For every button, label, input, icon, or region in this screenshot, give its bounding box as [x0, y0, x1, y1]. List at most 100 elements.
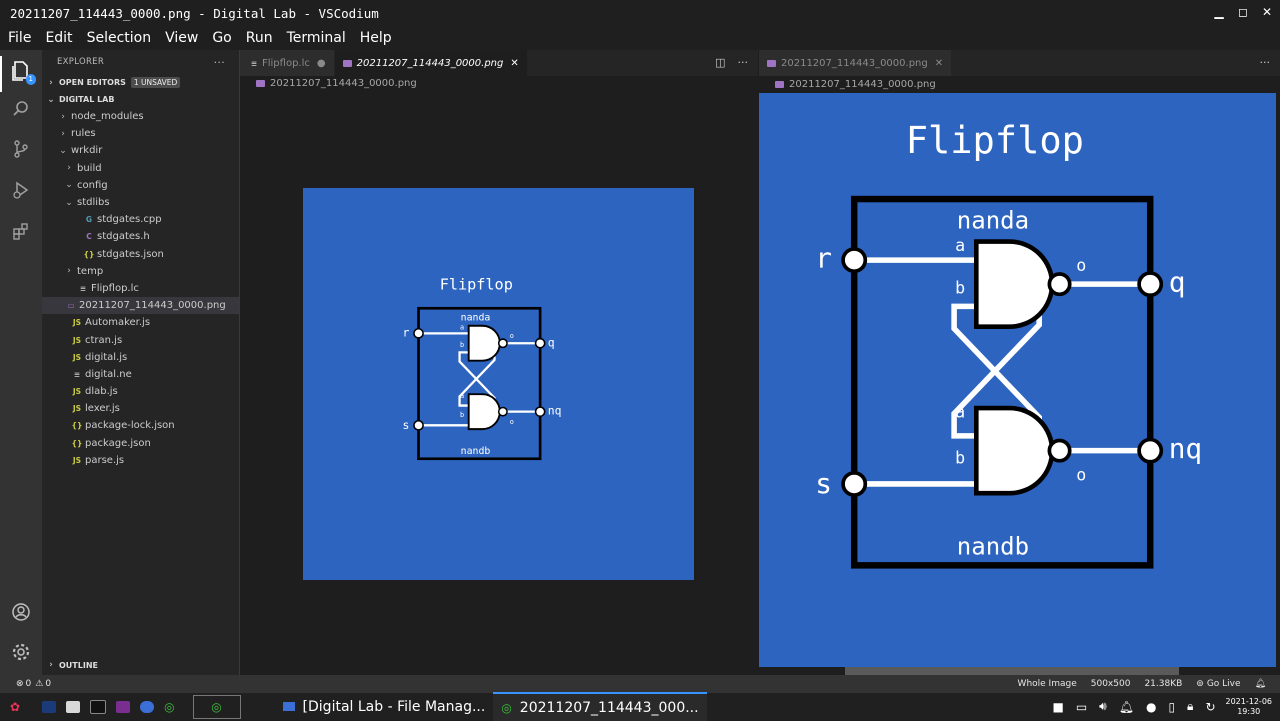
open-editors-label: OPEN EDITORS: [59, 78, 126, 87]
tree-item[interactable]: {}package-lock.json: [42, 417, 239, 434]
file-type-icon: ≡: [73, 369, 81, 379]
horizontal-scrollbar[interactable]: [845, 667, 1179, 675]
open-editors-section[interactable]: › OPEN EDITORS 1 UNSAVED: [42, 74, 239, 91]
breadcrumb[interactable]: 20211207_114443_0000.png: [775, 79, 936, 90]
menu-run[interactable]: Run: [245, 30, 273, 46]
more-actions-icon[interactable]: ···: [213, 55, 225, 69]
notification-bell-icon[interactable]: 🔔︎: [1118, 699, 1134, 714]
time-text: 19:30: [1237, 706, 1261, 716]
file-tree: ›node_modules›rules⌄wrkdir›build⌄config⌄…: [42, 108, 239, 469]
extensions-icon[interactable]: [9, 219, 33, 243]
taskbar-file-manager[interactable]: [Digital Lab - File Manag...: [275, 693, 494, 720]
close-tab-icon[interactable]: ✕: [934, 57, 944, 69]
tree-item[interactable]: ›build: [42, 160, 239, 177]
settings-gear-icon[interactable]: [9, 640, 33, 664]
output-label-q: q: [548, 335, 555, 349]
menu-selection[interactable]: Selection: [86, 30, 152, 46]
menu-edit[interactable]: Edit: [45, 30, 73, 46]
minimize-icon[interactable]: ▁: [1214, 5, 1224, 19]
warning-count[interactable]: 0: [45, 679, 52, 689]
workspace-section[interactable]: ⌄ DIGITAL LAB: [42, 91, 239, 108]
digital-lab-icon[interactable]: ◎: [164, 699, 175, 714]
tree-item-label: digital.js: [85, 351, 128, 363]
desktop-icon[interactable]: [42, 700, 57, 713]
nand-gate-bottom: [467, 393, 501, 431]
menu-go[interactable]: Go: [212, 30, 232, 46]
go-live-button[interactable]: Go Live: [1206, 679, 1241, 689]
tree-item[interactable]: ≡digital.ne: [42, 366, 239, 383]
tree-item-label: stdgates.cpp: [97, 214, 162, 226]
lock-icon[interactable]: 🔒︎: [1187, 699, 1194, 713]
view-mode[interactable]: Whole Image: [1017, 679, 1077, 689]
menu-file[interactable]: File: [8, 30, 32, 46]
error-icon[interactable]: ⊗: [16, 679, 24, 689]
app-menu-icon[interactable]: ✿: [10, 699, 21, 714]
close-window-icon[interactable]: ✕: [1261, 5, 1273, 19]
menu-view[interactable]: View: [165, 30, 199, 46]
clipboard-icon[interactable]: ▯: [1168, 699, 1176, 714]
tree-item[interactable]: {}stdgates.json: [42, 246, 239, 263]
menu-terminal[interactable]: Terminal: [286, 30, 346, 46]
tree-item[interactable]: ≡Flipflop.lc: [42, 280, 239, 297]
terminal-dot: [534, 406, 546, 417]
tree-item[interactable]: ›node_modules: [42, 108, 239, 125]
menu-help[interactable]: Help: [359, 30, 392, 46]
more-actions-icon[interactable]: ···: [737, 56, 749, 69]
breadcrumb[interactable]: 20211207_114443_0000.png: [256, 78, 417, 89]
source-control-icon[interactable]: [9, 137, 33, 161]
run-debug-icon[interactable]: [9, 178, 33, 202]
chevron-icon: ⌄: [59, 145, 67, 156]
warning-icon[interactable]: ⚠: [35, 679, 44, 689]
tree-item[interactable]: ▭20211207_114443_0000.png: [42, 297, 239, 315]
close-tab-icon[interactable]: ✕: [510, 57, 519, 69]
tree-item[interactable]: ›temp: [42, 263, 239, 280]
volume-icon[interactable]: 🔊︎: [1099, 699, 1107, 713]
search-icon[interactable]: [9, 97, 33, 121]
tab-image-active[interactable]: 20211207_114443_0000.png ✕: [334, 50, 528, 76]
tree-item-label: parse.js: [85, 454, 125, 466]
tree-item[interactable]: ⌄config: [42, 177, 239, 194]
split-editor-icon[interactable]: ◫: [715, 56, 726, 69]
explorer-icon[interactable]: 1: [9, 59, 36, 85]
display-icon[interactable]: ▭: [1075, 699, 1088, 714]
maximize-icon[interactable]: ◻: [1238, 5, 1248, 19]
tab-image-right[interactable]: 20211207_114443_0000.png ✕: [759, 50, 953, 76]
taskbar-vscodium[interactable]: ◎20211207_114443_000...: [493, 692, 707, 721]
pin-label: o: [510, 332, 514, 340]
outline-section[interactable]: › OUTLINE: [42, 657, 98, 673]
tree-item[interactable]: ⌄stdlibs: [42, 194, 239, 211]
refresh-icon[interactable]: ↻: [1205, 699, 1216, 714]
tree-item[interactable]: ⌄wrkdir: [42, 142, 239, 159]
unsaved-dot-icon[interactable]: ●: [316, 57, 326, 69]
editor-launcher-icon[interactable]: [116, 700, 131, 713]
terminal-icon[interactable]: [90, 699, 107, 714]
file-manager-icon[interactable]: [66, 700, 81, 713]
tree-item[interactable]: {}package.json: [42, 435, 239, 452]
workspace-switcher[interactable]: ◎: [192, 694, 241, 719]
clock[interactable]: 2021-12-06 19:30: [1226, 697, 1273, 717]
tree-item[interactable]: ›rules: [42, 125, 239, 142]
chevron-icon: ›: [61, 111, 65, 122]
bell-icon[interactable]: 🔔︎: [1254, 679, 1266, 689]
outline-label: OUTLINE: [59, 660, 98, 670]
circle-status-icon[interactable]: ●: [1145, 699, 1157, 714]
chevron-right-icon: ›: [49, 77, 53, 88]
more-actions-icon[interactable]: ···: [1259, 56, 1271, 69]
camera-icon[interactable]: ■: [1052, 699, 1064, 714]
browser-icon[interactable]: [140, 700, 155, 713]
account-icon[interactable]: [9, 600, 33, 624]
file-type-icon: {}: [71, 421, 83, 431]
tab-flipflop-lc[interactable]: ≡ Flipflop.lc ●: [240, 50, 335, 76]
error-count[interactable]: 0: [25, 679, 32, 689]
breadcrumb-label: 20211207_114443_0000.png: [270, 78, 417, 89]
